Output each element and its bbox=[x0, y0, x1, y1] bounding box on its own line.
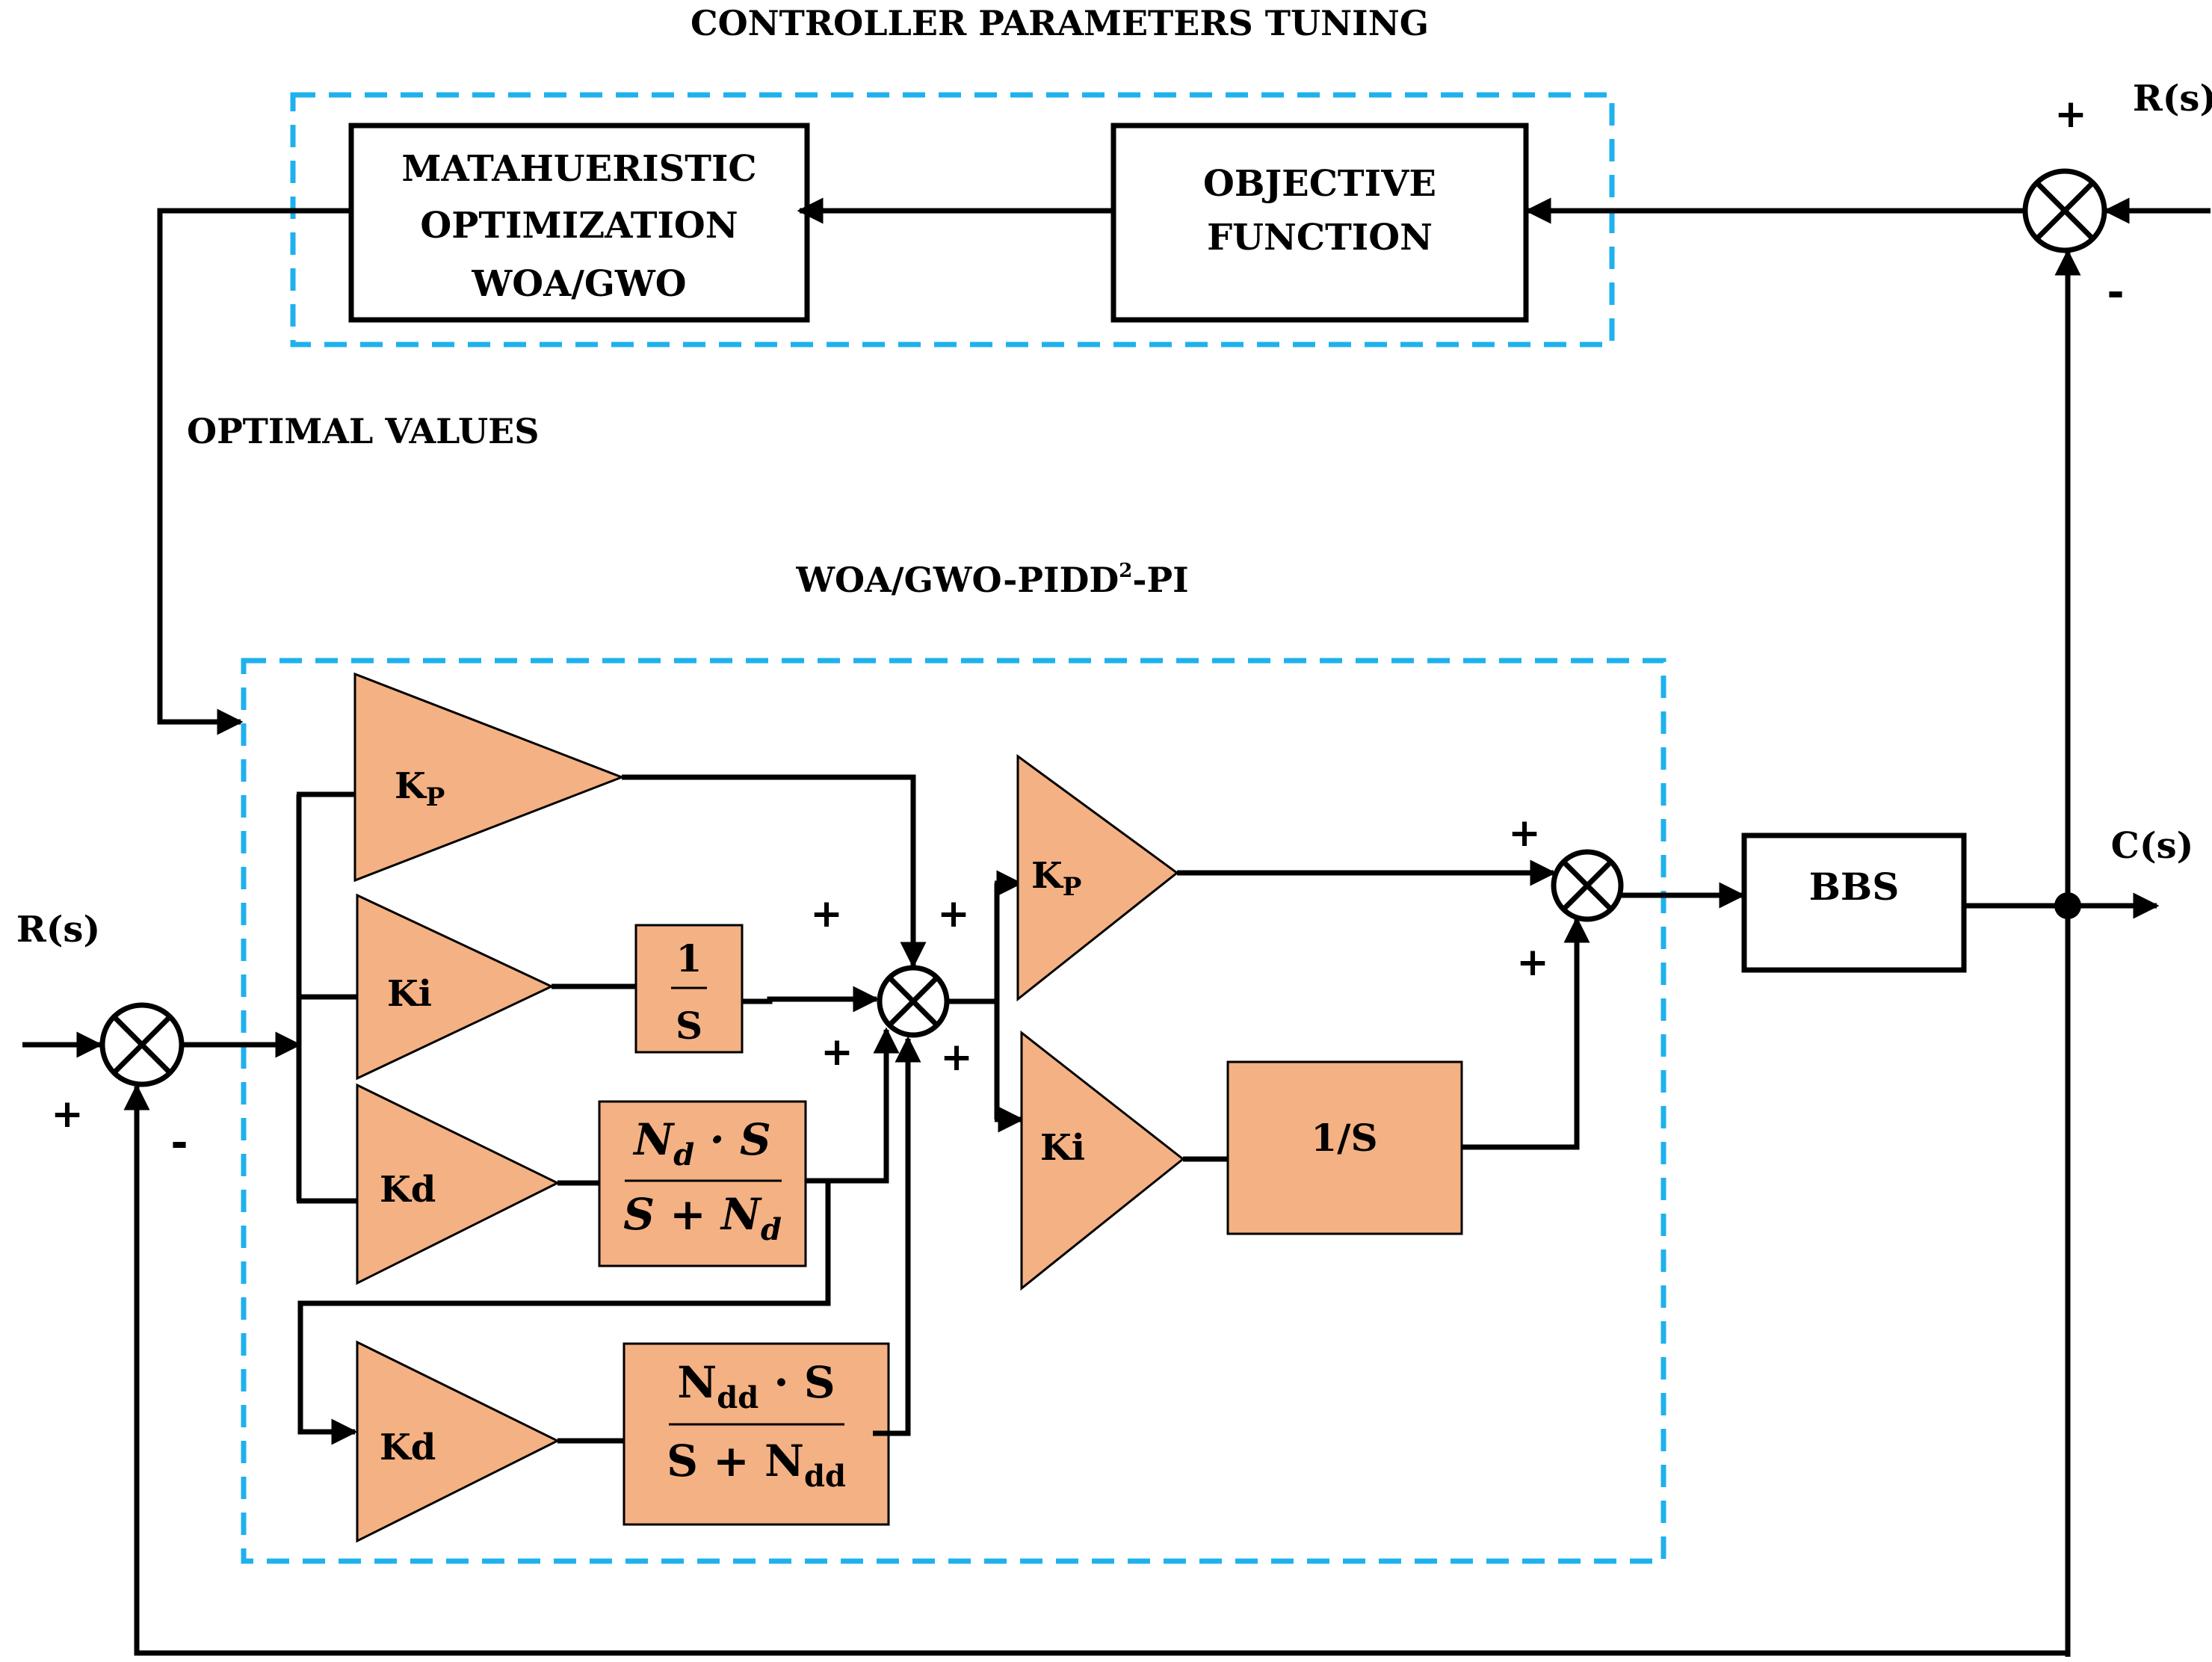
controller-group-border bbox=[241, 658, 1666, 1564]
pidd-plus-sign-2: + bbox=[937, 892, 970, 936]
optimizer-line-3: WOA/GWO bbox=[471, 263, 686, 305]
objective-line-2: FUNCTION bbox=[1207, 217, 1433, 259]
kp-gain-main: K bbox=[395, 765, 427, 807]
derivative-filter-denominator: S + Nd bbox=[623, 1189, 782, 1247]
pi-plus-sign-2: + bbox=[1516, 940, 1549, 985]
integrator-denominator: S bbox=[676, 1004, 702, 1048]
optimal-values-label: OPTIMAL VALUES bbox=[187, 411, 539, 451]
ddfilter-den-sub: dd bbox=[804, 1459, 846, 1494]
optimizer-line-1: MATAHUERISTIC bbox=[401, 148, 756, 190]
pi-kp-gain-sub: P bbox=[1063, 872, 1082, 902]
tuning-minus-sign: - bbox=[2107, 268, 2124, 317]
kd-gain-label: Kd bbox=[380, 1169, 436, 1211]
dfilter-to-sum-wire bbox=[806, 1027, 900, 1184]
input-minus-sign: - bbox=[170, 1119, 188, 1167]
pi-kp-gain-main: K bbox=[1031, 855, 1064, 897]
dfilter-num-main: N bbox=[632, 1114, 675, 1165]
integrator-numerator: 1 bbox=[676, 936, 702, 980]
input-reference-label: R(s) bbox=[16, 909, 100, 951]
ddfilter-to-sum-wire bbox=[873, 1036, 921, 1436]
pi-summing-junction bbox=[1551, 849, 1624, 922]
derivative-filter-block bbox=[598, 1100, 807, 1267]
input-summing-junction bbox=[99, 1002, 185, 1087]
optimizer-line-2: OPTIMIZATION bbox=[420, 205, 738, 247]
pi-ki-gain-label: Ki bbox=[1040, 1127, 1085, 1169]
objective-function-block bbox=[1110, 123, 1529, 323]
derivative-filter-numerator: Nd · S bbox=[632, 1114, 770, 1173]
pi-kp-gain-block bbox=[1016, 754, 1179, 1002]
controller-title-main: WOA/GWO-PIDD bbox=[795, 560, 1119, 600]
controller-title-end: -PI bbox=[1132, 560, 1188, 600]
optimal-values-wire bbox=[157, 208, 350, 735]
ki-gain-block bbox=[356, 893, 554, 1081]
kdd-gain-label: Kd bbox=[380, 1427, 436, 1468]
pi-ki-gain-block bbox=[1020, 1030, 1185, 1291]
tuning-summing-junction bbox=[2022, 168, 2107, 253]
dfilter-to-kdd-wire bbox=[297, 1181, 831, 1445]
plant-label: BBS bbox=[1809, 865, 1900, 909]
double-derivative-filter-block bbox=[622, 1342, 890, 1526]
kp-gain-label: KP bbox=[395, 765, 445, 812]
dd-filter-denominator: S + Ndd bbox=[667, 1436, 846, 1494]
pi-kp-gain-label: KP bbox=[1031, 855, 1081, 902]
ddfilter-num-sub: dd bbox=[717, 1380, 759, 1415]
ki-gain-label: Ki bbox=[387, 973, 432, 1015]
controller-title: WOA/GWO-PIDD2-PI bbox=[795, 560, 1188, 600]
pi-integrator-to-sum-wire bbox=[1462, 916, 1590, 1150]
pi-integrator-label: 1/S bbox=[1311, 1116, 1377, 1160]
output-label: C(s) bbox=[2111, 825, 2194, 867]
dfilter-den-sub: d bbox=[761, 1212, 782, 1247]
dfilter-num-rest: · S bbox=[694, 1114, 770, 1165]
pidd-plus-sign-4: + bbox=[940, 1035, 973, 1080]
kp-gain-block bbox=[353, 672, 625, 883]
tuning-plus-sign: + bbox=[2054, 92, 2087, 137]
controller-title-sup: 2 bbox=[1119, 560, 1132, 582]
pidd-summing-junction bbox=[877, 965, 950, 1038]
dd-filter-numerator: Ndd · S bbox=[677, 1357, 835, 1415]
ddfilter-num-main: N bbox=[677, 1357, 717, 1408]
kp-gain-sub: P bbox=[426, 782, 445, 812]
ddfilter-num-rest: · S bbox=[759, 1357, 835, 1408]
pidd-plus-sign-3: + bbox=[821, 1030, 853, 1075]
input-plus-sign: + bbox=[51, 1092, 84, 1137]
tuning-group-border bbox=[290, 92, 1615, 347]
dfilter-num-sub: d bbox=[673, 1137, 694, 1173]
main-feedback-wire bbox=[123, 1084, 2068, 1656]
tuning-reference-label: R(s) bbox=[2133, 78, 2212, 120]
integrator-to-sum-wire bbox=[742, 986, 880, 1013]
ddfilter-den-main: S + N bbox=[667, 1436, 804, 1486]
kd-gain-block bbox=[356, 1083, 560, 1285]
dfilter-den-main: S + N bbox=[623, 1189, 762, 1240]
kp-to-sum-wire bbox=[622, 774, 927, 969]
pidd-plus-sign-1: + bbox=[810, 892, 843, 936]
objective-line-1: OBJECTIVE bbox=[1203, 163, 1436, 205]
pi-plus-sign-1: + bbox=[1508, 811, 1541, 856]
pi-integrator-block bbox=[1226, 1060, 1463, 1235]
tuning-title: CONTROLLER PARAMETERS TUNING bbox=[691, 3, 1429, 43]
